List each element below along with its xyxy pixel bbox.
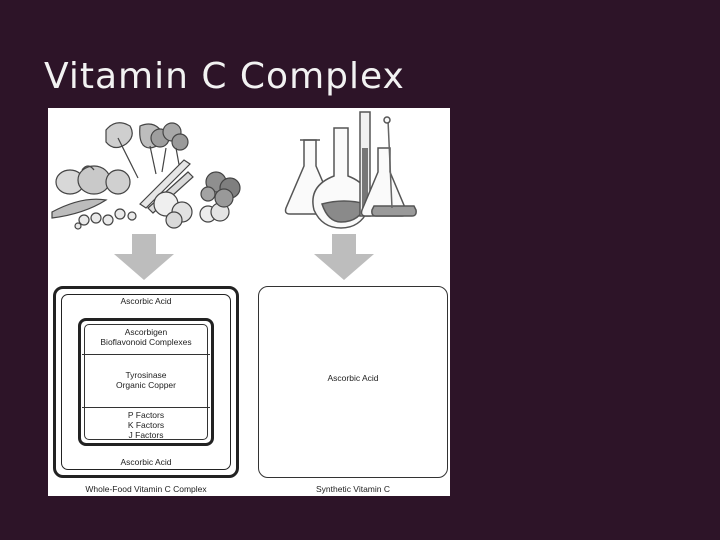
core-section-ascorbigen: Ascorbigen Bioflavonoid Complexes xyxy=(78,327,214,347)
down-arrow-icon xyxy=(314,234,374,280)
whole-food-top-label: Ascorbic Acid xyxy=(53,296,239,306)
whole-food-bottom-label: Ascorbic Acid xyxy=(53,457,239,467)
illustrations xyxy=(48,108,450,288)
whole-food-caption: Whole-Food Vitamin C Complex xyxy=(53,484,239,494)
synthetic-caption: Synthetic Vitamin C xyxy=(258,484,448,494)
slide-title: Vitamin C Complex xyxy=(44,56,405,97)
core-divider xyxy=(82,407,210,408)
down-arrow-icon xyxy=(114,234,174,280)
vitamin-c-figure: Ascorbic Acid Ascorbigen Bioflavonoid Co… xyxy=(48,108,450,496)
lab-flasks-illustration xyxy=(286,112,417,228)
core-divider xyxy=(82,354,210,355)
core-section-tyrosinase: Tyrosinase Organic Copper xyxy=(78,370,214,390)
synthetic-center-label: Ascorbic Acid xyxy=(258,373,448,383)
core-section-factors: P Factors K Factors J Factors xyxy=(78,410,214,440)
vegetables-illustration xyxy=(52,123,240,229)
